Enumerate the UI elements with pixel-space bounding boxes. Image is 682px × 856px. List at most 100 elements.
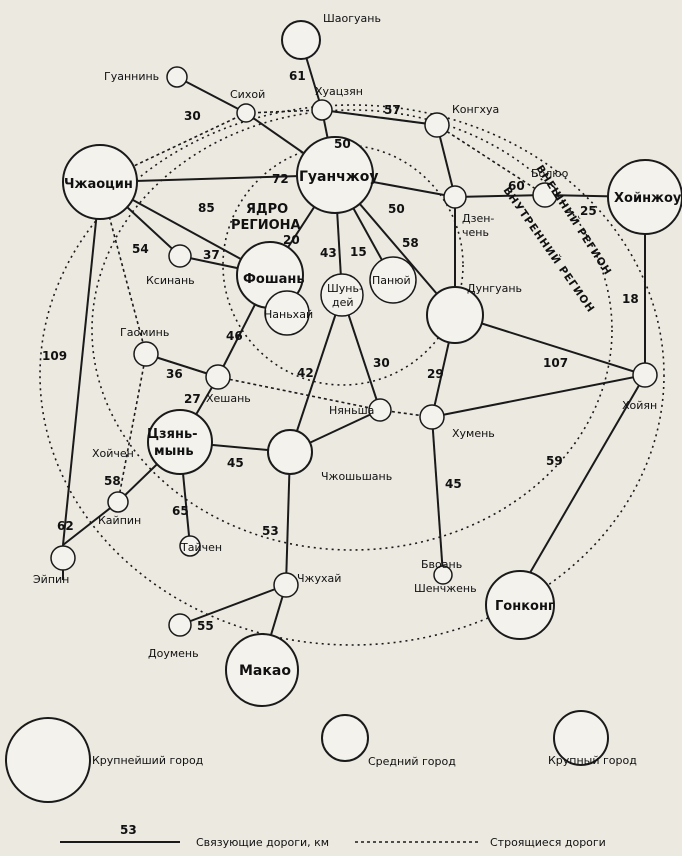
city-marker-dzenchen xyxy=(443,185,467,209)
distance-labels: 61 30 57 50 72 85 50 60 25 20 43 15 58 5… xyxy=(42,69,639,633)
distance-label: 25 xyxy=(580,204,597,218)
city-marker-hongkong xyxy=(485,570,555,640)
distance-label: 43 xyxy=(320,246,337,260)
legend-planned-label: Строящиеся дороги xyxy=(490,836,606,849)
label-macau: Макао xyxy=(239,663,291,679)
city-marker-nyansha xyxy=(368,398,392,422)
city-labels: Шаогуань Гуаннинь Сихой Хуацзян Конгхуа … xyxy=(33,12,682,679)
city-marker-hoyyan xyxy=(632,362,658,388)
city-marker-zhongshan xyxy=(267,429,313,475)
distance-label: 72 xyxy=(272,172,289,186)
distance-label: 20 xyxy=(283,233,300,247)
distance-label: 60 xyxy=(508,179,525,193)
city-marker-huizhou xyxy=(607,159,682,235)
label-shaoguan: Шаогуань xyxy=(323,12,381,25)
city-marker-heshan xyxy=(205,364,231,390)
city-marker-gaoming xyxy=(133,341,159,367)
city-marker-doumen xyxy=(168,613,192,637)
legend-large-label: Крупный город xyxy=(548,754,637,767)
distance-label: 65 xyxy=(172,504,189,518)
city-marker-dongguan xyxy=(426,286,484,344)
label-zhuhai: Чжухай xyxy=(297,572,341,585)
city-marker-enping xyxy=(50,545,76,571)
distance-label: 27 xyxy=(184,392,201,406)
distance-label: 46 xyxy=(226,329,243,343)
label-gaoming: Гаоминь xyxy=(120,326,169,339)
legend: Крупнейший город Средний город Крупный г… xyxy=(5,710,637,849)
distance-label: 45 xyxy=(227,456,244,470)
city-marker-shunde xyxy=(320,273,364,317)
city-marker-nanhai xyxy=(264,290,310,336)
distance-label: 36 xyxy=(166,367,183,381)
distance-label: 30 xyxy=(184,109,201,123)
distance-label: 58 xyxy=(402,236,419,250)
city-marker-kaiping xyxy=(107,491,129,513)
city-marker-ksinan xyxy=(168,244,192,268)
label-guangzhou: Гуанчжоу xyxy=(299,169,378,185)
city-marker-jiangmen xyxy=(147,409,213,475)
label-jiangmen-2: мынь xyxy=(154,444,194,459)
distance-label: 15 xyxy=(350,245,367,259)
city-marker-zhaoqing xyxy=(62,144,138,220)
outer-region-outline xyxy=(39,104,665,646)
label-ksinan: Ксинань xyxy=(146,274,195,287)
label-dzenchen-2: чень xyxy=(462,226,489,239)
distance-label: 53 xyxy=(262,524,279,538)
legend-medium-label: Средний город xyxy=(368,755,456,768)
label-foshan: Фошань xyxy=(243,272,305,287)
label-kaiping: Кайпин xyxy=(98,514,141,527)
label-huatszyan: Хуацзян xyxy=(315,85,363,98)
label-boluo: Болюо xyxy=(531,167,569,180)
label-enping: Эйпин xyxy=(33,573,69,586)
distance-label: 85 xyxy=(198,201,215,215)
label-taishan: Тайчен xyxy=(180,541,222,554)
label-hongkong: Гонконг xyxy=(495,599,555,614)
label-nyansha: Няньша xyxy=(329,404,374,417)
distance-label: 54 xyxy=(132,242,149,256)
city-marker-baoan xyxy=(433,565,453,585)
city-marker-zhuhai xyxy=(273,572,299,598)
distance-label: 109 xyxy=(42,349,67,363)
distance-label: 50 xyxy=(334,137,351,151)
legend-road-label: Связующие дороги, км xyxy=(196,836,329,849)
legend-largest-label: Крупнейший город xyxy=(92,754,204,767)
label-jiangmen-1: Цзянь- xyxy=(147,427,198,442)
label-guanning: Гуаннинь xyxy=(104,70,159,83)
city-marker-sihoy xyxy=(236,103,256,123)
legend-large-symbol xyxy=(553,710,609,766)
distance-label: 42 xyxy=(297,366,314,380)
distance-label: 55 xyxy=(197,619,214,633)
label-kongua: Конгхуа xyxy=(452,103,499,116)
label-dzenchen-1: Дзен- xyxy=(462,212,494,225)
label-hoychen: Хойчен xyxy=(92,447,134,460)
distance-label: 29 xyxy=(427,367,444,381)
city-marker-macau xyxy=(225,633,299,707)
legend-road-number: 53 xyxy=(120,823,137,837)
label-sihoy: Сихой xyxy=(230,88,265,101)
distance-label: 30 xyxy=(373,356,390,370)
label-outer-region: ВНЕШНИЙ РЕГИОН xyxy=(533,163,614,278)
label-shenzhen: Шенчжень xyxy=(414,582,477,595)
label-core-line1: ЯДРО xyxy=(246,202,288,217)
label-baoan: Бвоань xyxy=(421,558,462,571)
city-markers xyxy=(50,20,682,707)
distance-label: 61 xyxy=(289,69,306,83)
distance-label: 58 xyxy=(104,474,121,488)
city-marker-huatszyan xyxy=(311,99,333,121)
city-marker-shaoguan xyxy=(281,20,321,60)
city-marker-kongua xyxy=(424,112,450,138)
city-marker-boluo xyxy=(532,182,558,208)
label-core-line2: РЕГИОНА xyxy=(231,218,301,233)
distance-label: 37 xyxy=(203,248,220,262)
distance-label: 57 xyxy=(384,103,401,117)
distance-label: 18 xyxy=(622,292,639,306)
distance-label: 107 xyxy=(543,356,568,370)
label-humen: Хумень xyxy=(452,427,495,440)
label-zhaoqing: Чжаоцин xyxy=(64,177,133,192)
city-marker-taishan xyxy=(179,535,201,557)
city-marker-humen xyxy=(419,404,445,430)
label-doumen: Доумень xyxy=(148,647,199,660)
label-huizhou: Хойнжоу xyxy=(614,191,682,206)
city-marker-guanning xyxy=(166,66,188,88)
